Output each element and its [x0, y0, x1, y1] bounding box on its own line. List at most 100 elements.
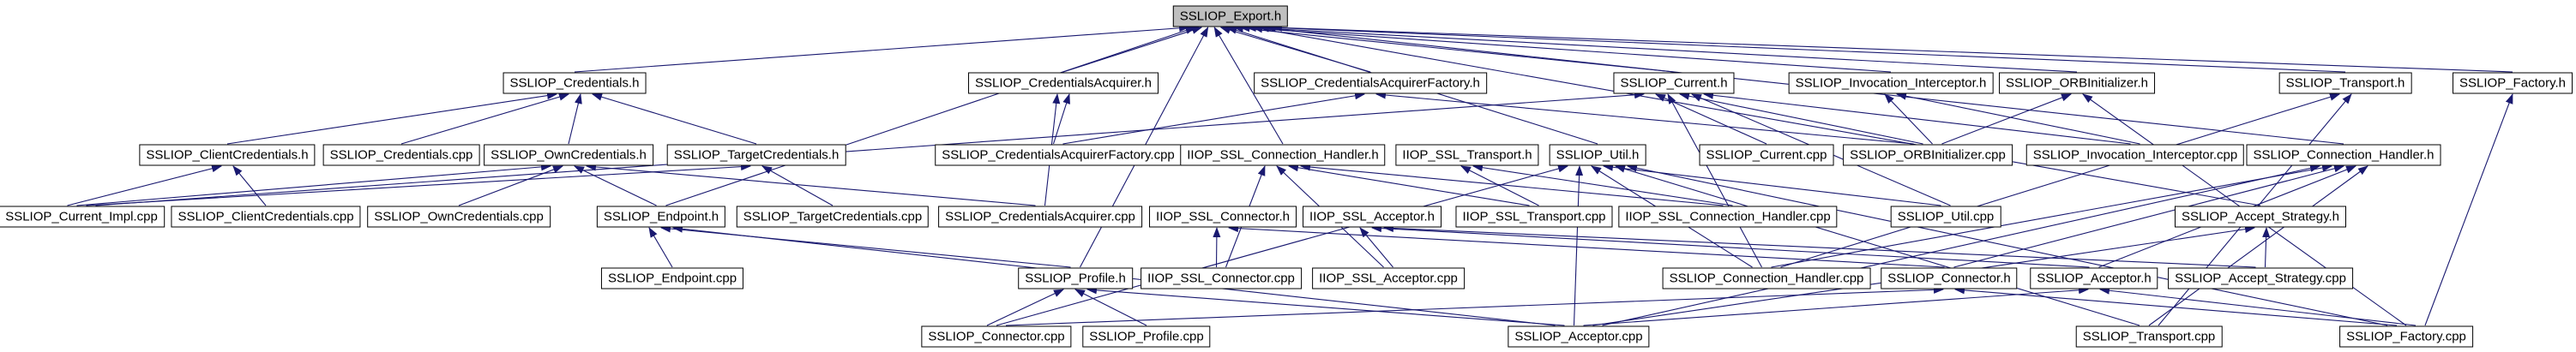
graph-node-connection-handler-cpp[interactable]: SSLIOP_Connection_Handler.cpp [1662, 267, 1871, 289]
graph-node-util-h[interactable]: SSLIOP_Util.h [1549, 144, 1646, 166]
graph-node-orbinitializer-h[interactable]: SSLIOP_ORBInitializer.h [1999, 72, 2155, 94]
graph-node-endpoint-h[interactable]: SSLIOP_Endpoint.h [596, 206, 726, 228]
graph-node-iiop-ssl-connector-h[interactable]: IIOP_SSL_Connector.h [1149, 206, 1297, 228]
graph-node-targetcredentials-cpp[interactable]: SSLIOP_TargetCredentials.cpp [736, 206, 930, 228]
include-edge [1573, 165, 1584, 326]
graph-node-iiop-ssl-transport-h[interactable]: IIOP_SSL_Transport.h [1395, 144, 1539, 166]
include-edge [1627, 164, 2388, 326]
graph-node-orbinitializer-cpp[interactable]: SSLIOP_ORBInitializer.cpp [1843, 144, 2013, 166]
graph-node-current-h[interactable]: SSLIOP_Current.h [1613, 72, 1735, 94]
include-edge [568, 93, 582, 145]
include-edge [1375, 91, 1914, 145]
graph-node-current-cpp[interactable]: SSLIOP_Current.cpp [1699, 144, 1834, 166]
include-edge [1953, 164, 2344, 268]
graph-node-factory-h[interactable]: SSLIOP_Factory.h [2453, 72, 2573, 94]
include-edge [1252, 25, 2261, 206]
include-edge [1771, 164, 2332, 268]
include-edge [1460, 165, 1539, 206]
include-edge [232, 165, 267, 206]
include-edge [1602, 164, 2320, 326]
graph-node-credentialsacquirerfactory-cpp[interactable]: SSLIOP_CredentialsAcquirerFactory.cpp [935, 144, 1182, 166]
include-edge [400, 92, 569, 145]
graph-node-iiop-ssl-connection-handler-h[interactable]: IIOP_SSL_Connection_Handler.h [1180, 144, 1386, 166]
include-edge [1383, 224, 2256, 268]
include-edge [76, 163, 551, 206]
graph-node-targetcredentials-h[interactable]: SSLIOP_TargetCredentials.h [666, 144, 846, 166]
include-edge [1667, 93, 1762, 268]
graph-node-owncredentials-cpp[interactable]: SSLIOP_OwnCredentials.cpp [367, 206, 551, 228]
include-edge [86, 163, 751, 206]
include-edge [665, 27, 1196, 206]
include-edge [1896, 92, 2140, 145]
include-edge [1062, 27, 1203, 73]
graph-node-clientcredentials-cpp[interactable]: SSLIOP_ClientCredentials.cpp [171, 206, 361, 228]
graph-node-invocation-interceptor-cpp[interactable]: SSLIOP_Invocation_Interceptor.cpp [2025, 144, 2245, 166]
graph-node-accept-strategy-cpp[interactable]: SSLIOP_Accept_Strategy.cpp [2168, 267, 2353, 289]
include-edge [574, 165, 657, 206]
include-edge [1239, 24, 1892, 73]
graph-node-acceptor-cpp[interactable]: SSLIOP_Acceptor.cpp [1508, 325, 1650, 348]
include-edge [1300, 163, 1724, 206]
include-edge [592, 92, 757, 145]
include-edge [1005, 285, 1944, 326]
graph-node-credentialsacquirerfactory-h[interactable]: SSLIOP_CredentialsAcquirerFactory.h [1254, 72, 1487, 94]
include-edge [67, 164, 222, 206]
include-edge [1232, 24, 1675, 73]
graph-node-export-h: SSLIOP_Export.h [1172, 5, 1289, 27]
graph-node-iiop-ssl-acceptor-cpp[interactable]: IIOP_SSL_Acceptor.cpp [1312, 267, 1465, 289]
include-edge [1359, 227, 1393, 268]
graph-node-iiop-ssl-connector-cpp[interactable]: IIOP_SSL_Connector.cpp [1141, 267, 1302, 289]
graph-node-iiop-ssl-connection-handler-cpp[interactable]: IIOP_SSL_Connection_Handler.cpp [1618, 206, 1838, 228]
graph-node-credentialsacquirer-cpp[interactable]: SSLIOP_CredentialsAcquirer.cpp [938, 206, 1142, 228]
include-edge [1472, 164, 1733, 206]
graph-node-accept-strategy-h[interactable]: SSLIOP_Accept_Strategy.h [2175, 206, 2346, 228]
graph-node-current-impl-cpp[interactable]: SSLIOP_Current_Impl.cpp [0, 206, 165, 228]
graph-node-owncredentials-h[interactable]: SSLIOP_OwnCredentials.h [484, 144, 653, 166]
include-edge [1371, 224, 2090, 268]
include-edge [1288, 164, 1530, 206]
include-edge [458, 165, 563, 206]
include-edge [586, 163, 1036, 206]
graph-node-util-cpp[interactable]: SSLIOP_Util.cpp [1890, 206, 2001, 228]
include-edge [1062, 92, 1365, 145]
graph-node-credentials-h[interactable]: SSLIOP_Credentials.h [503, 72, 647, 94]
include-edge [1271, 23, 2513, 73]
graph-node-iiop-ssl-acceptor-h[interactable]: IIOP_SSL_Acceptor.h [1303, 206, 1441, 228]
include-edge [574, 24, 1190, 73]
include-edge [95, 91, 1645, 206]
graph-node-endpoint-cpp[interactable]: SSLIOP_Endpoint.cpp [600, 267, 744, 289]
include-edge [1615, 164, 2140, 326]
graph-node-factory-cpp[interactable]: SSLIOP_Factory.cpp [2339, 325, 2473, 348]
graph-node-invocation-interceptor-h[interactable]: SSLIOP_Invocation_Interceptor.h [1788, 72, 1994, 94]
include-edge [1703, 91, 2131, 145]
include-edge [2424, 93, 2513, 326]
graph-node-transport-h[interactable]: SSLIOP_Transport.h [2278, 72, 2412, 94]
graph-node-transport-cpp[interactable]: SSLIOP_Transport.cpp [2075, 325, 2223, 348]
graph-node-connector-cpp[interactable]: SSLIOP_Connector.cpp [921, 325, 1072, 348]
include-edge [1780, 92, 2340, 268]
graph-node-connection-handler-h[interactable]: SSLIOP_Connection_Handler.h [2246, 144, 2441, 166]
include-edge [1679, 92, 1923, 145]
graph-node-clientcredentials-h[interactable]: SSLIOP_ClientCredentials.h [139, 144, 316, 166]
include-edge [1884, 93, 1933, 145]
graph-node-credentials-cpp[interactable]: SSLIOP_Credentials.cpp [322, 144, 480, 166]
include-edge [1213, 227, 1221, 268]
include-edge [1954, 286, 2398, 326]
graph-node-credentialsacquirer-h[interactable]: SSLIOP_CredentialsAcquirer.h [968, 72, 1159, 94]
include-edge [1228, 224, 1945, 268]
include-edge [1941, 93, 2072, 145]
graph-node-connector-h[interactable]: SSLIOP_Connector.h [1881, 267, 2018, 289]
include-edge [2148, 165, 2368, 326]
include-edge [2262, 227, 2271, 268]
include-edge [226, 92, 557, 145]
graph-node-profile-cpp[interactable]: SSLIOP_Profile.cpp [1082, 325, 1211, 348]
graph-node-profile-h[interactable]: SSLIOP_Profile.h [1018, 267, 1133, 289]
graph-node-iiop-ssl-transport-cpp[interactable]: IIOP_SSL_Transport.cpp [1455, 206, 1613, 228]
graph-node-acceptor-h[interactable]: SSLIOP_Acceptor.h [2030, 267, 2158, 289]
include-edge [1213, 27, 1284, 145]
include-edge [996, 164, 1568, 326]
include-edge [1265, 23, 2346, 73]
include-edge [1245, 24, 2078, 73]
